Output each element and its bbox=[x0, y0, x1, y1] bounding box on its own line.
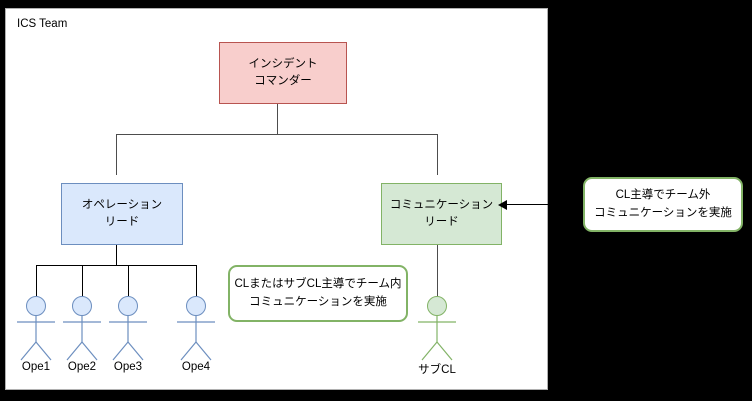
arrow-outer-callout-line bbox=[506, 204, 583, 205]
callout-external-communication-line1: CL主導でチーム外 bbox=[615, 189, 711, 202]
node-operation-lead-line1: オペレーション bbox=[81, 199, 163, 212]
node-communication-lead[interactable]: コミュニケーション リード bbox=[381, 183, 502, 245]
connector-to-operation-lead bbox=[116, 134, 117, 175]
figure-ope3-label: Ope3 bbox=[113, 361, 143, 373]
person-body-icon bbox=[177, 316, 215, 361]
node-communication-lead-line1: コミュニケーション bbox=[389, 199, 494, 212]
figure-ope2-label: Ope2 bbox=[67, 361, 97, 373]
figure-ope1-label: Ope1 bbox=[21, 361, 51, 373]
person-body-icon bbox=[109, 316, 147, 361]
person-body-icon bbox=[418, 316, 456, 361]
person-head-icon bbox=[186, 296, 206, 316]
figure-ope4-label: Ope4 bbox=[181, 361, 211, 373]
person-head-icon bbox=[427, 296, 447, 316]
person-body-icon bbox=[17, 316, 55, 361]
connector-to-ope3 bbox=[128, 265, 129, 296]
callout-internal-communication[interactable]: CLまたはサブCL主導でチーム内 コミュニケーションを実施 bbox=[228, 265, 408, 322]
node-incident-commander[interactable]: インシデント コマンダー bbox=[219, 42, 347, 104]
figure-sub-cl-label: サブCL bbox=[418, 364, 456, 376]
person-head-icon bbox=[118, 296, 138, 316]
connector-to-ope1 bbox=[36, 265, 37, 296]
callout-external-communication-line2: コミュニケーションを実施 bbox=[594, 206, 732, 219]
node-communication-lead-line2: リード bbox=[424, 216, 459, 228]
connector-to-ope4 bbox=[196, 265, 197, 296]
node-incident-commander-line1: インシデント bbox=[248, 58, 318, 71]
callout-external-communication[interactable]: CL主導でチーム外 コミュニケーションを実施 bbox=[583, 177, 743, 232]
callout-internal-communication-line1: CLまたはサブCL主導でチーム内 bbox=[234, 278, 402, 291]
connector-to-communication-lead bbox=[437, 134, 438, 175]
ics-team-diagram-canvas: ICS Team インシデント コマンダー オペレーション リード コミュニケー… bbox=[5, 8, 548, 390]
arrow-outer-callout-head bbox=[498, 200, 507, 210]
node-operation-lead-line2: リード bbox=[104, 216, 140, 228]
connector-operation-bus bbox=[36, 265, 196, 266]
person-body-icon bbox=[63, 316, 101, 361]
node-operation-lead[interactable]: オペレーション リード bbox=[61, 183, 183, 245]
person-head-icon bbox=[26, 296, 46, 316]
connector-to-ope2 bbox=[82, 265, 83, 296]
connector-to-sub-cl bbox=[437, 237, 438, 296]
callout-internal-communication-line2: コミュニケーションを実施 bbox=[249, 295, 387, 308]
node-incident-commander-line2: コマンダー bbox=[254, 75, 312, 87]
connector-operation-stem bbox=[116, 237, 117, 265]
connector-ic-stem bbox=[277, 96, 278, 134]
connector-horizontal-bus bbox=[116, 134, 438, 135]
canvas-title: ICS Team bbox=[17, 18, 68, 30]
person-head-icon bbox=[72, 296, 92, 316]
